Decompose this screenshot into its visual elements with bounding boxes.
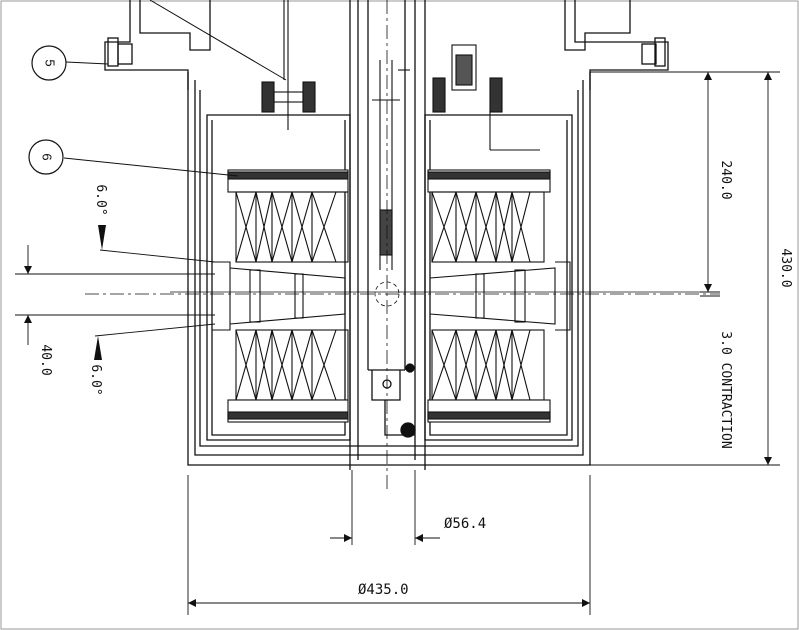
coil-right-upper <box>427 169 551 263</box>
arrow-angle-top <box>98 225 106 250</box>
bore-center-mark <box>374 281 400 307</box>
arrow-430-top <box>764 72 772 80</box>
coil-left-lower <box>227 329 349 423</box>
right-dimensions <box>590 71 780 466</box>
dim-430: 430.0 <box>778 248 793 287</box>
arrow-outer-left <box>188 599 196 607</box>
top-fittings <box>261 0 540 270</box>
pole-pieces <box>212 261 571 331</box>
dim-contraction: 3.0 CONTRACTION <box>718 331 733 448</box>
arrow-430-bottom <box>764 457 772 465</box>
dim-angle-top: 6.0° <box>93 184 108 215</box>
left-dimensions <box>15 245 216 345</box>
balloon-5: 5 <box>31 45 67 81</box>
dim-angle-bottom: 6.0° <box>88 364 103 395</box>
dim-240: 240.0 <box>718 160 733 199</box>
arrow-outer-right <box>582 599 590 607</box>
leader-lines <box>63 0 287 177</box>
arrow-gap-bottom <box>24 315 32 323</box>
cryostat-outline <box>104 0 669 470</box>
coil-right-lower <box>427 329 551 423</box>
coil-left-upper <box>227 169 349 263</box>
arrow-angle-bottom <box>94 336 102 360</box>
arrow-bore-left <box>344 534 352 542</box>
dim-gap: 40.0 <box>38 344 53 375</box>
bottom-dimensions <box>187 470 591 615</box>
balloon-6: 6 <box>28 139 64 175</box>
balloon-5-label: 5 <box>43 59 58 66</box>
arrow-240-top <box>704 72 712 80</box>
dim-outer-dia: Ø435.0 <box>358 582 409 598</box>
arrow-bore-right <box>415 534 423 542</box>
arrow-gap-top <box>24 266 32 274</box>
balloon-6-label: 6 <box>40 153 55 160</box>
dim-bore-dia: Ø56.4 <box>444 516 486 532</box>
arrow-240-bottom <box>704 284 712 292</box>
center-lines <box>85 0 720 490</box>
